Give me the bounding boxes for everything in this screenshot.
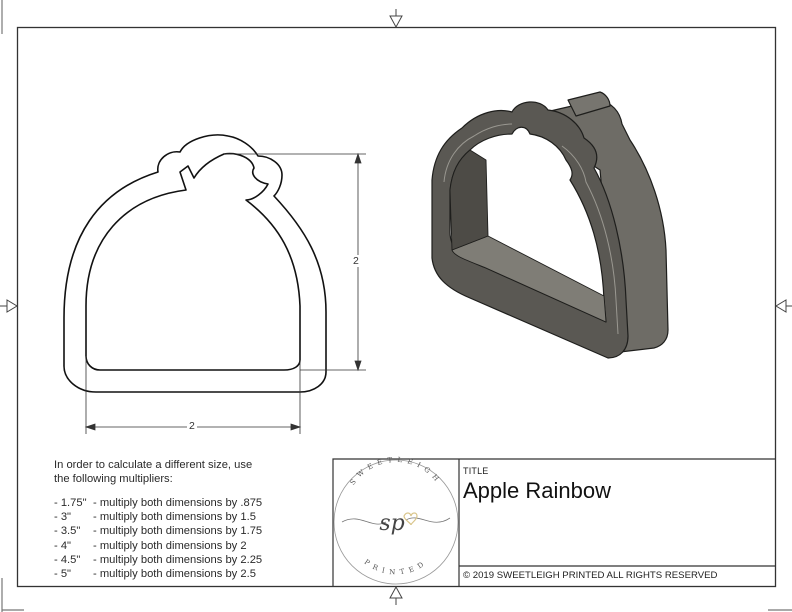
multiplier-row: - 3.5" - multiply both dimensions by 1.7… — [54, 524, 262, 538]
multiplier-text: - multiply both dimensions by .875 — [93, 497, 263, 509]
title-block-frame — [332, 458, 776, 586]
multiplier-text: - multiply both dimensions by 2.5 — [93, 567, 256, 580]
multiplier-size: - 3" — [54, 511, 72, 524]
multiplier-text: - multiply both dimensions by 1.75 — [93, 525, 263, 538]
svg-text:PRINTED: PRINTED — [363, 558, 430, 577]
multiplier-row: - 3" - multiply both dimensions by 1.5 — [54, 510, 262, 524]
multiplier-size: - 5" — [54, 567, 72, 580]
width-dimension-label: 2 — [187, 420, 197, 432]
multiplier-size: - 3.5" — [54, 525, 81, 538]
multiplier-text: - multiply both dimensions by 2 — [93, 539, 247, 552]
height-dimension-label: 2 — [351, 255, 361, 267]
multiplier-text: - multiply both dimensions by 1.5 — [93, 511, 256, 524]
center-marker-top — [389, 9, 403, 29]
multiplier-row: - 4" - multiply both dimensions by 2 — [54, 539, 262, 553]
multiplier-row: - 4.5" - multiply both dimensions by 2.2… — [54, 553, 262, 567]
notes-intro: In order to calculate a different size, … — [54, 458, 262, 486]
title-label: TITLE — [463, 466, 489, 476]
notes-intro-line-1: In order to calculate a different size, … — [54, 459, 253, 471]
copyright-notice: © 2019 SWEETLEIGH PRINTED ALL RIGHTS RES… — [463, 570, 718, 581]
svg-text:sp: sp — [379, 511, 404, 536]
notes-intro-line-2: the following multipliers: — [54, 473, 173, 485]
multiplier-text: - multiply both dimensions by 2.25 — [93, 553, 263, 566]
drawing-frame — [16, 26, 777, 588]
sweetleigh-logo: sp SWEETLEIGH PRINTED — [333, 456, 459, 585]
drawing-title: Apple Rainbow — [463, 478, 611, 503]
multiplier-row: - 5" - multiply both dimensions by 2.5 — [54, 567, 262, 581]
size-multiplier-notes: In order to calculate a different size, … — [54, 458, 262, 581]
multiplier-row: - 1.75" - multiply both dimensions by .8… — [54, 496, 262, 510]
cutter-outline-2d — [63, 134, 327, 393]
center-marker-left — [0, 299, 18, 313]
center-marker-bottom — [389, 585, 403, 605]
multiplier-size: - 4.5" — [54, 553, 81, 566]
multiplier-size: - 4" — [54, 539, 72, 552]
svg-text:SWEETLEIGH: SWEETLEIGH — [349, 456, 444, 487]
center-marker-right — [775, 299, 792, 313]
multiplier-size: - 1.75" — [54, 497, 87, 509]
cutter-3d-model — [431, 91, 669, 359]
